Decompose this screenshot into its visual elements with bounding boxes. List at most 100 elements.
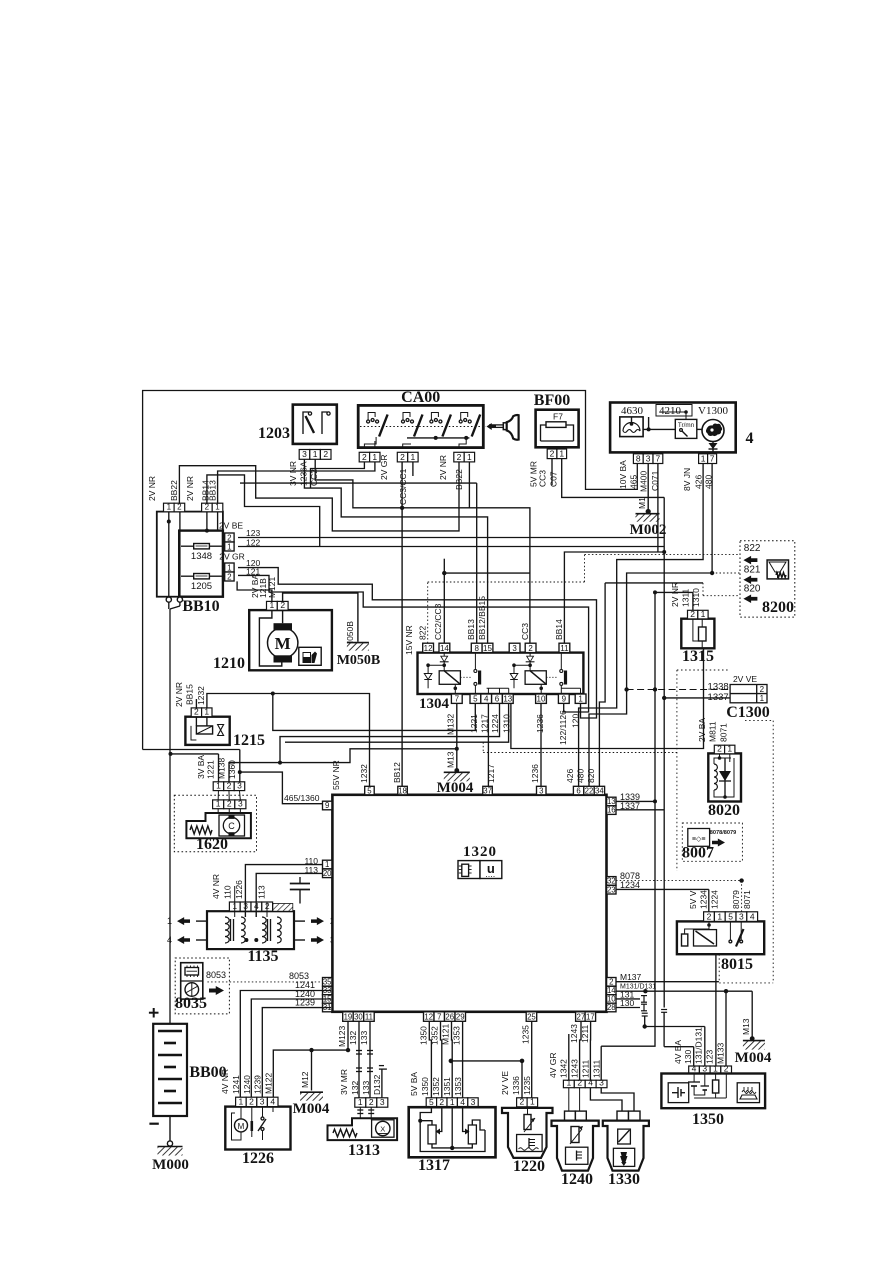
- svg-text:1351: 1351: [442, 1077, 452, 1096]
- svg-text:1352: 1352: [430, 1026, 440, 1045]
- svg-text:2: 2: [717, 744, 722, 754]
- svg-text:4: 4: [588, 1078, 593, 1088]
- svg-text:2: 2: [724, 1063, 729, 1073]
- svg-text:1: 1: [270, 600, 275, 610]
- svg-text:2: 2: [249, 1097, 254, 1107]
- svg-text:1232: 1232: [196, 686, 206, 705]
- svg-text:3: 3: [302, 449, 307, 459]
- svg-text:5: 5: [429, 1097, 434, 1107]
- svg-text:23: 23: [607, 885, 616, 894]
- svg-text:1224: 1224: [490, 714, 500, 733]
- svg-text:3: 3: [471, 1097, 476, 1107]
- svg-text:2V NR: 2V NR: [670, 582, 680, 607]
- svg-text:2: 2: [457, 452, 462, 462]
- svg-text:1352: 1352: [431, 1077, 441, 1096]
- svg-text:19: 19: [344, 1013, 353, 1022]
- svg-text:1338: 1338: [708, 681, 729, 692]
- svg-text:13: 13: [503, 695, 512, 704]
- svg-text:2: 2: [177, 503, 182, 512]
- svg-text:1320: 1320: [463, 844, 497, 860]
- svg-text:3V BA: 3V BA: [196, 755, 206, 779]
- svg-text:480: 480: [576, 769, 586, 783]
- svg-text:F7: F7: [553, 412, 563, 422]
- svg-text:11: 11: [560, 644, 569, 653]
- svg-text:2: 2: [609, 977, 613, 986]
- svg-text:2: 2: [519, 1097, 524, 1107]
- svg-text:2V NR: 2V NR: [438, 455, 448, 480]
- svg-text:BB14: BB14: [201, 480, 211, 501]
- svg-text:1215: 1215: [233, 732, 265, 749]
- svg-text:1353: 1353: [453, 1077, 463, 1096]
- svg-text:1236: 1236: [535, 714, 545, 733]
- svg-text:4V BA: 4V BA: [673, 1040, 683, 1064]
- svg-text:7: 7: [710, 453, 715, 463]
- svg-text:1317: 1317: [418, 1157, 450, 1174]
- svg-text:1339: 1339: [620, 792, 640, 802]
- svg-text:1310: 1310: [691, 588, 701, 607]
- svg-text:1337: 1337: [620, 801, 640, 811]
- svg-text:1241: 1241: [295, 980, 315, 990]
- svg-text:M133: M133: [716, 1042, 726, 1064]
- svg-text:130: 130: [683, 1050, 693, 1064]
- svg-text:121: 121: [246, 567, 260, 577]
- svg-text:130: 130: [620, 998, 634, 1008]
- svg-text:1360: 1360: [227, 760, 237, 779]
- svg-text:1: 1: [713, 1063, 718, 1073]
- svg-text:120: 120: [246, 558, 260, 568]
- svg-text:1239: 1239: [253, 1075, 263, 1094]
- svg-text:M004: M004: [735, 1050, 772, 1066]
- svg-text:8071: 8071: [742, 890, 752, 909]
- svg-text:4: 4: [270, 1097, 275, 1107]
- svg-text:M004: M004: [293, 1101, 330, 1117]
- svg-text:113: 113: [257, 885, 267, 899]
- svg-text:CC2/CC3: CC2/CC3: [433, 603, 443, 640]
- svg-text:1: 1: [167, 916, 172, 926]
- svg-text:133: 133: [361, 1081, 371, 1095]
- svg-text:133: 133: [359, 1031, 369, 1045]
- svg-text:1232: 1232: [359, 764, 369, 783]
- svg-text:122/1126: 122/1126: [558, 710, 568, 745]
- svg-text:CC2: CC2: [309, 469, 319, 486]
- svg-text:3: 3: [539, 786, 543, 795]
- svg-text:821: 821: [744, 565, 761, 576]
- svg-text:1304: 1304: [419, 696, 450, 712]
- svg-text:2V BA: 2V BA: [697, 718, 707, 742]
- svg-text:3: 3: [599, 1078, 604, 1088]
- svg-text:10V BA: 10V BA: [618, 460, 628, 489]
- svg-text:1135: 1135: [247, 948, 278, 965]
- svg-text:1205: 1205: [191, 581, 212, 592]
- svg-text:1: 1: [701, 453, 706, 463]
- svg-text:1: 1: [227, 542, 232, 551]
- svg-text:9: 9: [325, 801, 329, 810]
- svg-text:8053: 8053: [206, 970, 226, 980]
- svg-text:113: 113: [304, 865, 318, 875]
- svg-text:8200: 8200: [762, 599, 794, 616]
- svg-text:BB12/BB15: BB12/BB15: [477, 596, 487, 640]
- svg-text:1: 1: [467, 452, 472, 462]
- svg-text:4: 4: [167, 935, 172, 945]
- svg-text:1: 1: [411, 452, 416, 462]
- svg-text:123: 123: [246, 528, 260, 538]
- svg-text:4V NR: 4V NR: [211, 874, 221, 899]
- svg-text:27: 27: [577, 1013, 586, 1022]
- svg-text:1: 1: [578, 695, 583, 704]
- svg-text:4630: 4630: [621, 405, 644, 417]
- svg-text:16: 16: [607, 806, 616, 815]
- svg-text:1342: 1342: [559, 1059, 569, 1078]
- svg-text:1234: 1234: [699, 890, 709, 909]
- svg-text:12: 12: [424, 644, 433, 653]
- svg-text:1: 1: [559, 449, 564, 459]
- svg-text:123: 123: [705, 1050, 715, 1064]
- svg-text:M131/D131: M131/D131: [620, 984, 656, 991]
- svg-text:5V VI: 5V VI: [688, 888, 698, 909]
- svg-text:1241: 1241: [231, 1075, 241, 1094]
- svg-text:1: 1: [216, 799, 221, 809]
- svg-text:2V NR: 2V NR: [185, 476, 195, 501]
- svg-text:132: 132: [348, 1031, 358, 1045]
- svg-text:CC3: CC3: [520, 623, 530, 640]
- svg-text:8078: 8078: [620, 871, 640, 881]
- svg-text:8V JN: 8V JN: [682, 468, 692, 491]
- svg-text:1: 1: [325, 860, 329, 869]
- svg-text:CC3: CC3: [538, 470, 548, 487]
- svg-text:2V NR: 2V NR: [147, 476, 157, 501]
